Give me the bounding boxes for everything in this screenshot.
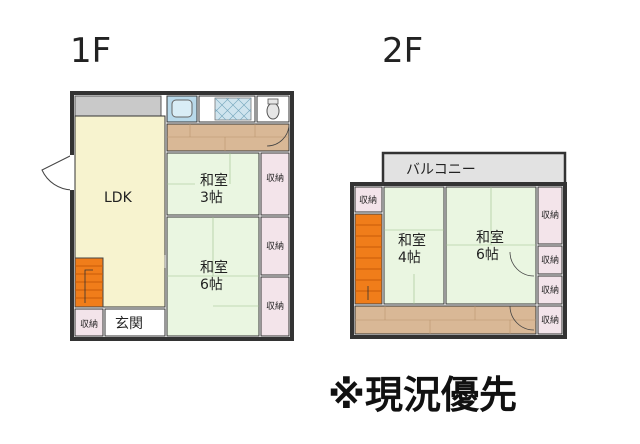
washitsu-6jo-2f-size: 6帖 bbox=[476, 247, 499, 263]
storage-2f-left bbox=[354, 186, 383, 213]
corridor-planks-2f bbox=[355, 306, 536, 334]
storage-1f-right-bottom-label: 収納 bbox=[266, 300, 284, 312]
storage-2f-right-4 bbox=[537, 305, 563, 335]
bathtub-icon bbox=[171, 99, 193, 118]
tile-pattern-icon bbox=[214, 97, 252, 121]
entrance-label: 玄関 bbox=[115, 315, 143, 332]
stair-arrow bbox=[84, 269, 93, 303]
status-note: ※現況優先 bbox=[328, 373, 517, 417]
storage-2f-right-1-label: 収納 bbox=[541, 209, 559, 221]
storage-2f-right-3 bbox=[537, 275, 563, 305]
storage-1f-right-bottom bbox=[260, 276, 290, 337]
toilet-icon bbox=[266, 102, 280, 120]
first-floor-title: 1F bbox=[70, 31, 111, 71]
washitsu-6jo-1f-size: 6帖 bbox=[200, 277, 223, 293]
storage-1f-right-mid-label: 収納 bbox=[266, 240, 284, 252]
exterior-door-swing bbox=[41, 154, 73, 191]
entrance bbox=[104, 308, 166, 337]
storage-2f-left-label: 収納 bbox=[359, 194, 377, 206]
storage-2f-right-4-label: 収納 bbox=[541, 314, 559, 326]
washitsu-3jo-name: 和室 bbox=[200, 172, 228, 189]
second-floor-stairs bbox=[354, 213, 383, 305]
storage-1f-right-top-label: 収納 bbox=[266, 172, 284, 184]
storage-1f-entrance-label: 収納 bbox=[80, 318, 98, 330]
first-floor-plan: LDK 収納 玄関 bbox=[41, 91, 294, 341]
wash-basin-area bbox=[214, 97, 252, 121]
first-floor-corridor bbox=[166, 123, 290, 152]
storage-1f-entrance bbox=[74, 308, 104, 337]
storage-2f-right-1 bbox=[537, 186, 563, 245]
room-door-swing bbox=[509, 251, 535, 277]
corridor-door-swing-2f bbox=[509, 305, 535, 331]
balcony-label: バルコニー bbox=[406, 162, 476, 178]
stair-treads-2f bbox=[355, 224, 382, 292]
washitsu-4jo-name: 和室 bbox=[398, 232, 426, 249]
washitsu-4jo-size: 4帖 bbox=[398, 250, 421, 266]
corridor-door-swing bbox=[266, 123, 290, 147]
second-floor-plan: バルコニー 収納 和室 4帖 和室 6帖 bbox=[350, 151, 567, 339]
second-floor-title: 2F bbox=[382, 31, 423, 71]
toilet-tank-icon bbox=[267, 98, 279, 105]
washitsu-3jo-size: 3帖 bbox=[200, 190, 223, 206]
storage-1f-right-mid bbox=[260, 216, 290, 276]
washitsu-6jo-1f-name: 和室 bbox=[200, 259, 228, 276]
balcony bbox=[381, 151, 567, 186]
stair-treads bbox=[75, 265, 103, 299]
corridor-planks bbox=[167, 124, 289, 151]
storage-1f-right-top bbox=[260, 152, 290, 216]
storage-2f-right-3-label: 収納 bbox=[541, 284, 559, 296]
ldk-label: LDK bbox=[104, 190, 133, 206]
storage-2f-right-2 bbox=[537, 245, 563, 275]
kitchen-counter bbox=[74, 95, 162, 117]
washitsu-6jo-2f-name: 和室 bbox=[476, 229, 504, 246]
storage-2f-right-2-label: 収納 bbox=[541, 254, 559, 266]
